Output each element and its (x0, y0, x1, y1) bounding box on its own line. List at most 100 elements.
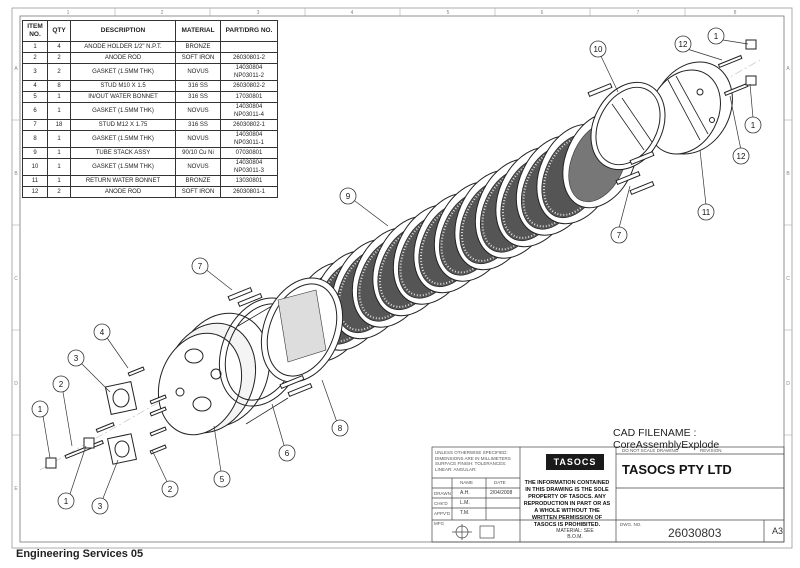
anode-assembly-right (717, 39, 757, 97)
bom-header-material: MATERIAL (175, 20, 221, 42)
bom-item-no: 10 (22, 158, 48, 176)
bom-part-no: 17030801 (220, 91, 278, 103)
studs-m12-left (227, 286, 313, 398)
bill-of-materials-table: ITEM NO. QTY DESCRIPTION MATERIAL PART/D… (22, 20, 278, 198)
svg-text:2: 2 (168, 485, 173, 494)
bom-material: SOFT IRON (175, 52, 221, 64)
return-water-bonnet (647, 61, 733, 155)
sheet-size: A3 (772, 526, 784, 536)
gasket-tube-side (260, 277, 344, 383)
bom-header-qty: QTY (47, 20, 71, 42)
bom-qty: 1 (47, 91, 71, 103)
studs-m12-right (587, 82, 655, 196)
balloon-item-3-lower: 3 (91, 497, 109, 515)
dwg-no-label: DWG. NO. (620, 522, 642, 527)
bom-description: GASKET (1.5MM THK) (70, 63, 176, 81)
bom-item-no: 6 (22, 102, 48, 120)
bom-item-no: 12 (22, 186, 48, 198)
balloon-item-5: 5 (213, 470, 231, 488)
bom-qty: 2 (47, 63, 71, 81)
bom-header-description: DESCRIPTION (70, 20, 176, 42)
balloon-item-1-lower: 1 (57, 492, 75, 510)
zone-col-3: 3 (257, 10, 260, 16)
bom-material: NOVUS (175, 63, 221, 81)
company-name: TASOCS PTY LTD (622, 462, 732, 477)
name-label: NAME (460, 480, 474, 485)
bom-description: STUD M12 X 1.75 (70, 119, 176, 131)
bom-item-no: 1 (22, 41, 48, 53)
bom-item-no: 3 (22, 63, 48, 81)
title-block-frame (431, 446, 785, 543)
bom-item-no: 2 (22, 52, 48, 64)
drawn-by: A.H. (460, 490, 470, 496)
svg-text:3: 3 (74, 354, 79, 363)
footer-caption: Engineering Services 05 (16, 548, 144, 560)
svg-text:7: 7 (617, 231, 622, 240)
bom-qty: 2 (47, 186, 71, 198)
bom-header-part: PART/DRG NO. (220, 20, 278, 42)
bom-item-no: 5 (22, 91, 48, 103)
svg-text:3: 3 (98, 502, 103, 511)
date-label: DATE (494, 480, 506, 485)
zone-col-8: 8 (734, 10, 737, 16)
bom-part-no: 14030804 NP03011-4 (220, 102, 278, 120)
bom-qty: 1 (47, 102, 71, 120)
bom-material: SOFT IRON (175, 186, 221, 198)
bom-item-no: 9 (22, 147, 48, 159)
svg-text:1: 1 (714, 32, 719, 41)
bom-material: BRONZE (175, 175, 221, 187)
balloon-item-7-left: 7 (191, 257, 209, 275)
proprietary-notice: THE INFORMATION CONTAINED IN THIS DRAWIN… (523, 480, 611, 528)
company-logo: TASOCS (546, 454, 604, 470)
svg-text:4: 4 (100, 328, 105, 337)
in-out-water-bonnet (157, 299, 289, 436)
bom-description: STUD M10 X 1.5 (70, 80, 176, 92)
gasket-return-side (590, 81, 666, 171)
cad-filename: CAD FILENAME : CoreAssemblyExplode (613, 427, 720, 451)
svg-text:1: 1 (38, 405, 43, 414)
svg-text:1: 1 (64, 497, 69, 506)
zone-row-a: A (14, 66, 18, 72)
spec-notes: UNLESS OTHERWISE SPECIFIED: DIMENSIONS A… (435, 450, 511, 472)
bom-material: 90/10 Cu Ni (175, 147, 221, 159)
svg-text:5: 5 (220, 475, 225, 484)
bom-qty: 1 (47, 158, 71, 176)
svg-text:12: 12 (679, 40, 688, 49)
zone-col-7: 7 (637, 10, 640, 16)
bom-qty: 1 (47, 147, 71, 159)
svg-text:1: 1 (751, 121, 756, 130)
bom-part-no: 14030804 NP03011-1 (220, 130, 278, 148)
zone-row-c: C (14, 276, 18, 282)
checked-by: L.M. (460, 500, 470, 506)
anode-assembly-left (45, 366, 167, 469)
appvd-label: APPV'D (434, 511, 451, 516)
svg-text:7: 7 (198, 262, 203, 271)
bom-material: 316 SS (175, 91, 221, 103)
drawn-label: DRAWN (434, 491, 451, 496)
svg-text:6: 6 (285, 449, 290, 458)
zone-row-d: D (14, 381, 18, 387)
zone-col-5: 5 (447, 10, 450, 16)
bom-qty: 1 (47, 130, 71, 148)
bom-part-no: 13030801 (220, 175, 278, 187)
zone-col-1: 1 (67, 10, 70, 16)
material-note: MATERIAL: SEE B.O.M. (556, 528, 594, 540)
bom-qty: 18 (47, 119, 71, 131)
bom-description: GASKET (1.5MM THK) (70, 130, 176, 148)
balloon-item-11: 11 (697, 203, 715, 221)
zone-row-d-right: D (786, 381, 790, 387)
balloon-item-1-right: 1 (744, 116, 762, 134)
bom-item-no: 8 (22, 130, 48, 148)
bom-material: NOVUS (175, 130, 221, 148)
balloon-item-9: 9 (339, 187, 357, 205)
bom-qty: 2 (47, 52, 71, 64)
drawing-number: 26030803 (668, 526, 722, 540)
